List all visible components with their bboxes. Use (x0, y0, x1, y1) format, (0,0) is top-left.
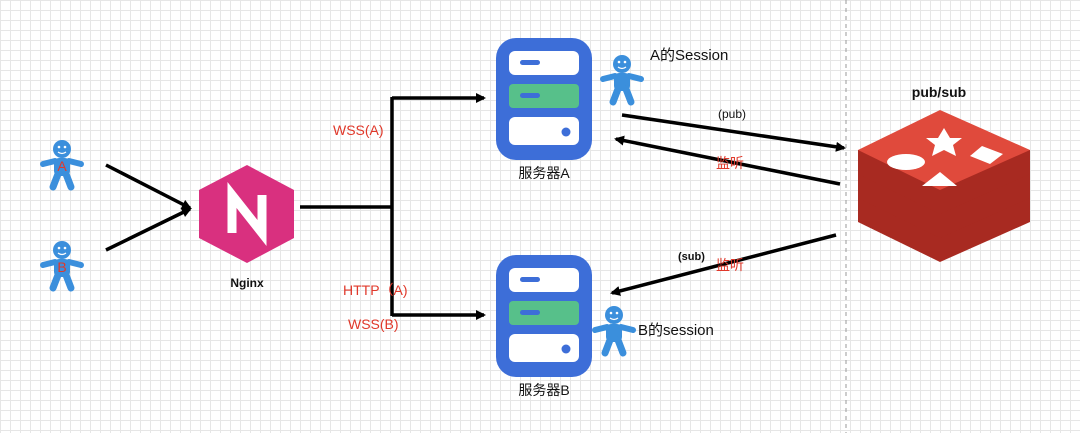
server-a-label: 服务器A (518, 165, 570, 181)
listen-a-label: 监听 (716, 155, 744, 171)
server-b: 服务器B (496, 255, 592, 398)
session-a-label: A的Session (650, 47, 728, 64)
user-a: A (43, 140, 81, 187)
arrow-listen-b (610, 233, 837, 296)
person-icon (595, 306, 633, 353)
session-a-user (603, 55, 641, 102)
route-label-wss-b: WSS(B) (348, 316, 399, 332)
user-b-label: B (57, 259, 66, 275)
person-icon (603, 55, 641, 102)
pubsub-title: pub/sub (912, 84, 966, 100)
listen-b-label: 监听 (716, 257, 744, 273)
server-a: 服务器A (496, 38, 592, 181)
redis-stack-icon (858, 110, 1030, 262)
routing-lines (300, 93, 486, 320)
pub-label: (pub) (718, 107, 746, 121)
server-icon (496, 255, 592, 377)
route-label-wss-a: WSS(A) (333, 122, 384, 138)
user-a-label: A (57, 158, 67, 174)
route-label-http-a: HTTP（A) (343, 282, 408, 298)
server-icon (496, 38, 592, 160)
arrow-listen-a (614, 135, 841, 186)
arrow-pub (621, 113, 846, 152)
nginx-label: Nginx (230, 276, 264, 290)
nginx-node: Nginx (199, 165, 294, 290)
session-b-user (595, 306, 633, 353)
sub-label: (sub) (678, 251, 705, 263)
arrow-user-a-to-nginx (105, 163, 192, 210)
session-b-label: B的session (638, 322, 714, 339)
arrow-user-b-to-nginx (105, 207, 192, 252)
user-b: B (43, 241, 81, 288)
server-b-label: 服务器B (518, 382, 569, 398)
